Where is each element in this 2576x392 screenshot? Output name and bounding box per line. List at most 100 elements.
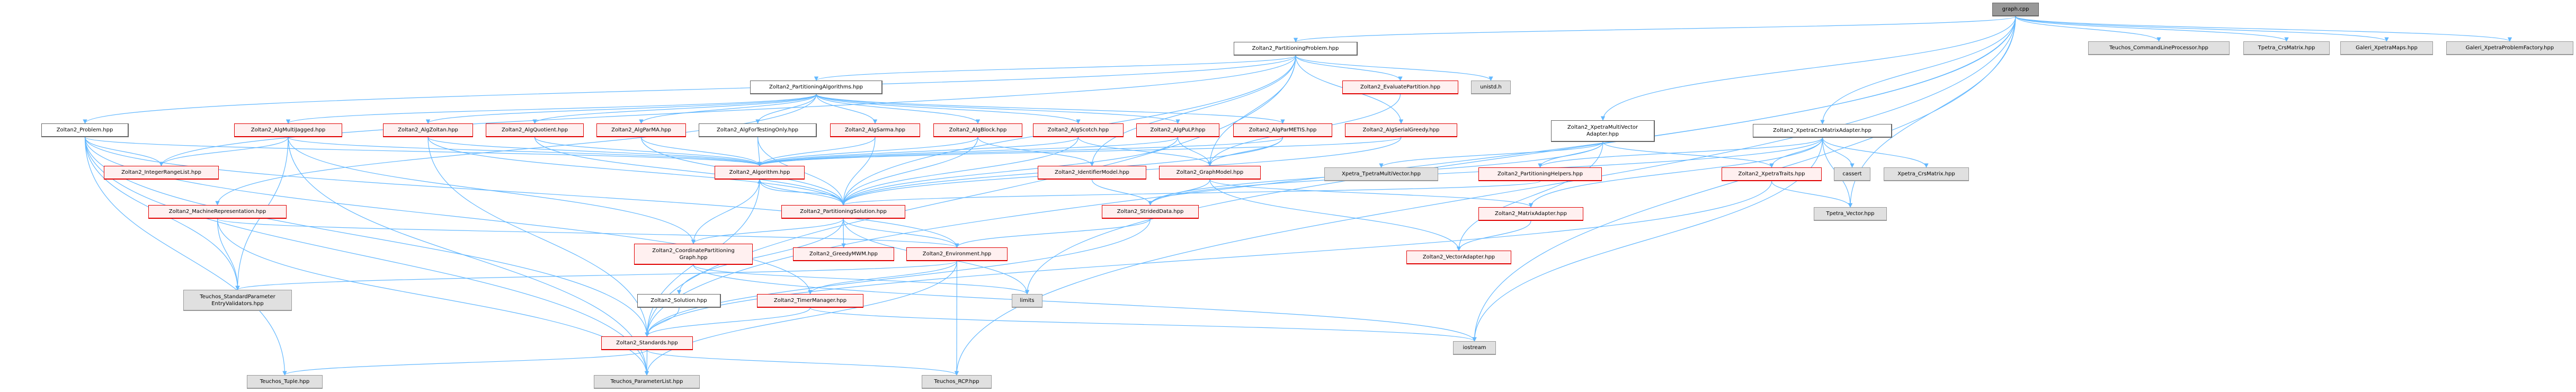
node-tpetra-vector[interactable]: Tpetra_Vector.hpp — [1814, 207, 1887, 221]
node-galeri-factory[interactable]: Galeri_XpetraProblemFactory.hpp — [2446, 41, 2573, 55]
node-label: Zoltan2_PartitioningHelpers.hpp — [1497, 171, 1583, 177]
node-standards[interactable]: Zoltan2_Standards.hpp — [601, 336, 693, 350]
node-graph-cpp[interactable]: graph.cpp — [1992, 3, 2039, 16]
node-graph-model[interactable]: Zoltan2_GraphModel.hpp — [1159, 166, 1261, 180]
node-std-param-validators[interactable]: Teuchos_StandardParameter EntryValidator… — [183, 290, 292, 311]
node-cassert[interactable]: cassert — [1834, 167, 1870, 181]
node-algorithm[interactable]: Zoltan2_Algorithm.hpp — [715, 166, 805, 180]
node-iostream[interactable]: iostream — [1453, 341, 1496, 355]
edge-alg-zoltan-to-standards — [427, 137, 649, 337]
edge-xpetra-multi-vector-adapter-to-xpetra-tpetra-multi-vector — [1379, 141, 1603, 168]
node-alg-serial-greedy[interactable]: Zoltan2_AlgSerialGreedy.hpp — [1345, 123, 1457, 137]
edge-alg-par-metis-to-algorithm — [757, 137, 1283, 166]
node-alg-scotch[interactable]: Zoltan2_AlgScotch.hpp — [1033, 123, 1124, 137]
edge-machine-representation-to-std-param-validators — [217, 218, 240, 290]
node-alg-par-ma[interactable]: Zoltan2_AlgParMA.hpp — [596, 123, 686, 137]
node-teuchos-rcp[interactable]: Teuchos_RCP.hpp — [922, 375, 992, 389]
node-xpetra-tpetra-multi-vector[interactable]: Xpetra_TpetraMultiVector.hpp — [1324, 167, 1438, 181]
node-alg-multi-jagged[interactable]: Zoltan2_AlgMultiJagged.hpp — [234, 123, 342, 137]
node-partitioning-helpers[interactable]: Zoltan2_PartitioningHelpers.hpp — [1478, 167, 1602, 181]
node-label: Zoltan2_Standards.hpp — [616, 340, 678, 346]
node-limits[interactable]: limits — [1012, 294, 1042, 308]
edge-alg-zoltan-to-partitioning-solution — [427, 137, 846, 206]
node-label: Zoltan2_AlgParMETIS.hpp — [1249, 127, 1317, 133]
edge-partitioning-algorithms-to-alg-block — [816, 94, 981, 124]
edge-partitioning-algorithms-to-alg-sarma — [816, 94, 878, 124]
edge-partitioning-algorithms-to-alg-scotch — [816, 94, 1081, 124]
node-partitioning-algorithms[interactable]: Zoltan2_PartitioningAlgorithms.hpp — [750, 81, 883, 94]
node-label: Zoltan2_PartitioningProblem.hpp — [1252, 46, 1339, 51]
node-label: Teuchos_ParameterList.hpp — [610, 379, 683, 385]
node-unistd[interactable]: unistd.h — [1471, 81, 1511, 94]
node-timer-manager[interactable]: Zoltan2_TimerManager.hpp — [757, 294, 863, 308]
node-coordinate-partitioning-graph[interactable]: Zoltan2_CoordinatePartitioning Graph.hpp — [634, 244, 753, 265]
node-alg-quotient[interactable]: Zoltan2_AlgQuotient.hpp — [486, 123, 584, 137]
node-matrix-adapter[interactable]: Zoltan2_MatrixAdapter.hpp — [1478, 207, 1583, 221]
node-label: Galeri_XpetraMaps.hpp — [2356, 45, 2418, 51]
node-label: Tpetra_Vector.hpp — [1826, 211, 1875, 217]
node-label: Zoltan2_AlgQuotient.hpp — [501, 127, 568, 133]
edge-problem-to-environment — [84, 137, 959, 248]
node-xpetra-multi-vector-adapter[interactable]: Zoltan2_XpetraMultiVector Adapter.hpp — [1551, 120, 1655, 142]
edge-problem-to-teuchos-tuple — [84, 137, 287, 376]
node-evaluate-partition[interactable]: Zoltan2_EvaluatePartition.hpp — [1342, 81, 1458, 94]
edge-alg-quotient-to-partitioning-solution — [534, 137, 846, 206]
node-vector-adapter[interactable]: Zoltan2_VectorAdapter.hpp — [1406, 251, 1511, 264]
node-xpetra-traits[interactable]: Zoltan2_XpetraTraits.hpp — [1722, 167, 1822, 181]
edge-environment-to-timer-manager — [808, 261, 958, 295]
edge-xpetra-crs-matrix-adapter-to-partitioning-helpers — [1538, 137, 1823, 168]
node-teuchos-tuple[interactable]: Teuchos_Tuple.hpp — [247, 375, 323, 389]
node-partitioning-solution[interactable]: Zoltan2_PartitioningSolution.hpp — [781, 205, 905, 219]
edge-alg-scotch-to-algorithm — [757, 137, 1079, 166]
node-greedy-mwm[interactable]: Zoltan2_GreedyMWM.hpp — [793, 247, 894, 261]
node-alg-sarma[interactable]: Zoltan2_AlgSarma.hpp — [830, 123, 920, 137]
node-xpetra-crs-matrix[interactable]: Xpetra_CrsMatrix.hpp — [1884, 167, 1969, 181]
node-label: Teuchos_RCP.hpp — [934, 379, 979, 385]
node-alg-for-testing-only[interactable]: Zoltan2_AlgForTestingOnly.hpp — [699, 123, 817, 137]
node-label: Zoltan2_AlgSarma.hpp — [845, 127, 905, 133]
edge-partitioning-solution-to-greedy-mwm — [841, 218, 846, 248]
node-label: Zoltan2_AlgPuLP.hpp — [1150, 127, 1206, 133]
node-label: Zoltan2_AlgForTestingOnly.hpp — [717, 127, 798, 133]
node-xpetra-crs-matrix-adapter[interactable]: Zoltan2_XpetraCrsMatrixAdapter.hpp — [1753, 124, 1892, 138]
node-partitioning-problem[interactable]: Zoltan2_PartitioningProblem.hpp — [1234, 42, 1358, 56]
edge-alg-par-ma-to-algorithm — [640, 137, 762, 166]
node-alg-par-metis[interactable]: Zoltan2_AlgParMETIS.hpp — [1233, 123, 1332, 137]
edge-xpetra-crs-matrix-adapter-to-matrix-adapter — [1528, 137, 1823, 208]
node-galeri-maps[interactable]: Galeri_XpetraMaps.hpp — [2340, 41, 2433, 55]
edge-alg-multi-jagged-to-algorithm — [288, 137, 762, 166]
node-tpetra-crs-matrix[interactable]: Tpetra_CrsMatrix.hpp — [2243, 41, 2330, 55]
edge-alg-multi-jagged-to-integer-range-list — [159, 137, 289, 166]
node-integer-range-list[interactable]: Zoltan2_IntegerRangeList.hpp — [104, 166, 219, 180]
edge-partitioning-algorithms-to-alg-zoltan — [426, 94, 817, 124]
edge-partitioning-problem-to-unistd — [1295, 55, 1493, 81]
node-alg-block[interactable]: Zoltan2_AlgBlock.hpp — [933, 123, 1022, 137]
node-parameter-list[interactable]: Teuchos_ParameterList.hpp — [594, 375, 700, 389]
node-strided-data[interactable]: Zoltan2_StridedData.hpp — [1102, 205, 1199, 219]
node-label: Zoltan2_AlgZoltan.hpp — [398, 127, 458, 133]
node-identifier-model[interactable]: Zoltan2_IdentifierModel.hpp — [1038, 166, 1146, 180]
edge-partitioning-solution-to-algorithm — [757, 179, 844, 206]
node-label: graph.cpp — [2002, 6, 2029, 12]
edge-graph-cpp-to-teuchos-rcp — [954, 16, 2016, 376]
edge-graph-model-to-strided-data — [1148, 179, 1210, 206]
edge-alg-multi-jagged-to-coordinate-partitioning-graph — [288, 137, 696, 244]
node-command-line-processor[interactable]: Teuchos_CommandLineProcessor.hpp — [2088, 41, 2230, 55]
edge-graph-model-to-matrix-adapter — [1209, 179, 1534, 208]
node-solution[interactable]: Zoltan2_Solution.hpp — [637, 294, 721, 308]
node-label: Zoltan2_VectorAdapter.hpp — [1422, 254, 1495, 260]
edge-graph-cpp-to-command-line-processor — [2015, 16, 2161, 42]
node-label: Zoltan2_XpetraCrsMatrixAdapter.hpp — [1773, 128, 1871, 133]
edge-partitioning-helpers-to-partitioning-solution — [841, 181, 1541, 206]
edge-partitioning-algorithms-to-alg-pu-lp — [816, 94, 1180, 124]
edge-alg-quotient-to-algorithm — [534, 137, 762, 166]
edge-alg-sarma-to-partitioning-solution — [841, 137, 876, 206]
node-alg-pu-lp[interactable]: Zoltan2_AlgPuLP.hpp — [1136, 123, 1219, 137]
node-alg-zoltan[interactable]: Zoltan2_AlgZoltan.hpp — [383, 123, 473, 137]
edge-standards-to-teuchos-rcp — [646, 350, 959, 376]
edge-graph-cpp-to-galeri-factory — [2015, 16, 2512, 42]
node-problem[interactable]: Zoltan2_Problem.hpp — [41, 123, 129, 137]
node-label: Teuchos_CommandLineProcessor.hpp — [2109, 45, 2208, 51]
node-environment[interactable]: Zoltan2_Environment.hpp — [906, 247, 1008, 261]
node-machine-representation[interactable]: Zoltan2_MachineRepresentation.hpp — [148, 205, 287, 219]
